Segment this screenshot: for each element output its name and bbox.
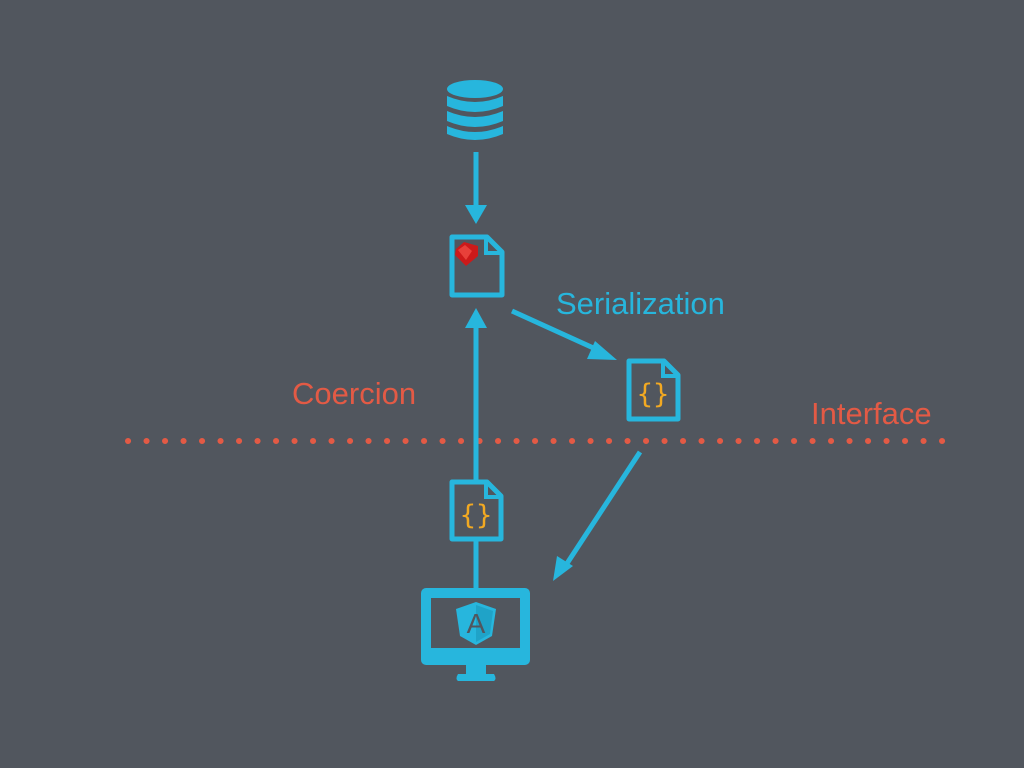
arrow-coercion (465, 308, 487, 590)
arrow-serialization (510, 308, 617, 360)
angular-logo-icon: A (456, 602, 496, 645)
arrow-database-to-model (465, 152, 487, 224)
serialization-label: Serialization (556, 286, 725, 321)
json-braces-glyph: {} (460, 500, 493, 531)
interface-label: Interface (811, 396, 932, 431)
ruby-gem-icon (455, 242, 478, 266)
angular-letter: A (467, 608, 486, 639)
json-braces-glyph: {} (637, 379, 670, 410)
coercion-label: Coercion (292, 376, 417, 411)
database-icon (447, 80, 503, 140)
json-file-icon-server: {} (626, 358, 681, 422)
angular-monitor-icon: A (421, 588, 530, 681)
json-file-icon-client: {} (448, 479, 504, 542)
ruby-file-icon (449, 234, 505, 298)
arrow-response-to-client (553, 450, 643, 581)
